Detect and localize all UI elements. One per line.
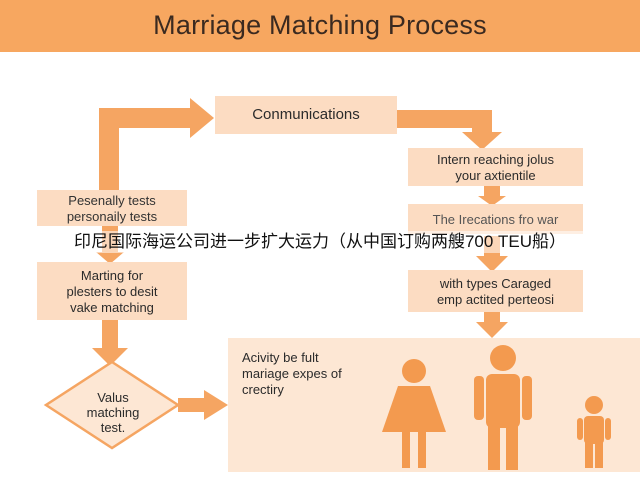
marting-box: Marting for plesters to desit vake match… xyxy=(37,262,187,320)
diamond-line-2: matching xyxy=(86,405,140,420)
activity-line-1: Acivity be fult xyxy=(242,350,319,365)
arrow-left-head xyxy=(190,98,214,138)
types-line-2: emp actited perteosi xyxy=(436,292,555,307)
communications-box: Conmunications xyxy=(215,96,397,134)
arrow-down-3-head xyxy=(476,322,508,338)
intern-line-2: your axtientile xyxy=(455,168,536,183)
activity-line-3: crectiry xyxy=(242,382,284,397)
diamond-label: Valus matching test. xyxy=(68,390,158,435)
header-bar xyxy=(0,0,640,52)
types-line-1: with types Caraged xyxy=(439,276,552,291)
marting-line-1: Marting for xyxy=(80,268,144,283)
irecations-box: The Irecations fro war xyxy=(408,204,583,234)
arrow-diamond-right-head xyxy=(204,390,228,420)
arrow-left-down-2 xyxy=(102,320,118,350)
intern-box: Intern reaching jolus your axtientile xyxy=(408,148,583,186)
arrow-right-horizontal xyxy=(397,110,487,128)
types-box: with types Caraged emp actited perteosi xyxy=(408,270,583,312)
arrow-down-1-head xyxy=(478,196,506,206)
decision-diamond xyxy=(43,360,181,450)
overlay-caption: 印尼国际海运公司进一步扩大运力（从中国订购两艘700 TEU船） xyxy=(0,231,640,253)
arrow-down-1 xyxy=(484,186,500,198)
intern-line-1: Intern reaching jolus xyxy=(436,152,555,167)
diamond-line-3: test. xyxy=(100,420,126,435)
arrow-left-vertical xyxy=(99,108,119,190)
arrow-left-down-2-head xyxy=(92,348,128,366)
arrow-left-down-1-head xyxy=(96,252,124,264)
personality-line-1: Pesenally tests xyxy=(68,193,156,208)
marting-line-3: vake matching xyxy=(70,300,154,315)
child-figure-icon xyxy=(577,396,611,468)
arrow-left-horizontal xyxy=(99,108,194,128)
woman-figure-icon xyxy=(382,359,446,468)
page-title: Marriage Matching Process xyxy=(153,10,487,40)
personality-line-2: personaily tests xyxy=(66,209,158,224)
arrow-down-3 xyxy=(484,312,500,324)
marting-line-2: plesters to desit xyxy=(66,284,158,299)
man-figure-icon xyxy=(474,345,532,470)
personality-tests-box: Pesenally tests personaily tests xyxy=(37,190,187,226)
arrow-right-head xyxy=(462,132,502,150)
irecations-label: The Irecations fro war xyxy=(432,212,559,227)
activity-line-2: mariage expes of xyxy=(242,366,342,381)
arrow-right-vertical xyxy=(472,110,492,136)
arrow-diamond-right xyxy=(178,398,208,412)
communications-label: Conmunications xyxy=(252,106,360,123)
arrow-down-2-head xyxy=(476,256,508,272)
diamond-line-1: Valus xyxy=(97,390,129,405)
